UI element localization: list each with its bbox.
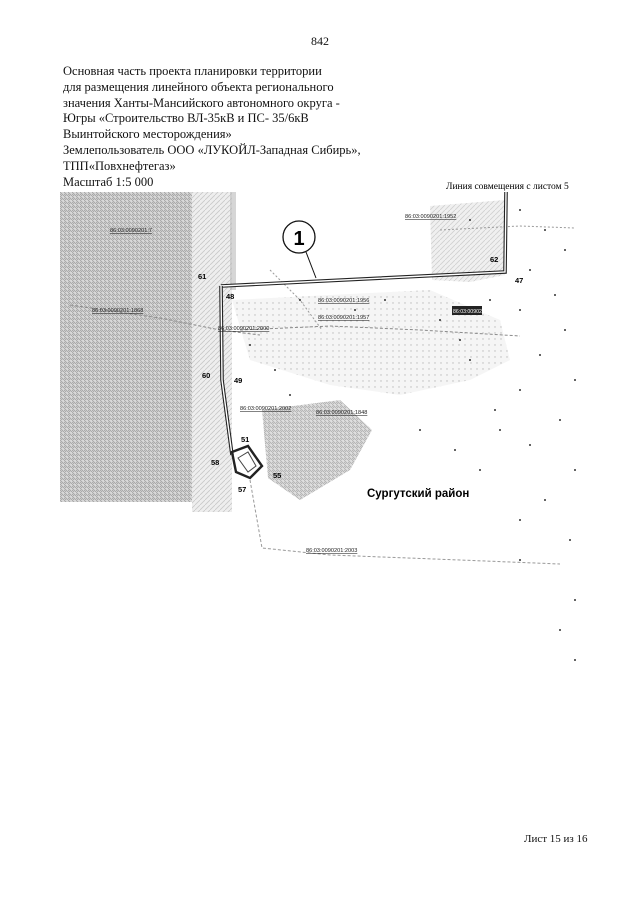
point-number: 51 — [241, 435, 249, 444]
point-number: 60 — [202, 371, 210, 380]
point-number: 62 — [490, 255, 498, 264]
parcel-boundary — [69, 304, 261, 336]
page-number: 842 — [311, 34, 329, 48]
point-number: 48 — [226, 292, 234, 301]
power-line-route — [219, 191, 508, 480]
point-numbers: 61 48 62 47 60 49 51 58 55 57 — [198, 255, 523, 494]
point-number: 47 — [515, 276, 523, 285]
district-label: Сургутский район — [367, 488, 469, 500]
parcel-labels: 86:03:0090201:7 86:03:0090201:1952 86:03… — [92, 214, 456, 554]
parcel-label: 86:03:0090201:2000 — [218, 326, 269, 332]
survey-dots — [249, 209, 576, 661]
scale-line: Масштаб 1:5 000 — [63, 174, 154, 189]
clearing-zone — [232, 290, 510, 395]
title-line: Выинтойского месторождения» — [63, 127, 232, 142]
sheet-counter: Лист 15 из 16 — [524, 833, 588, 845]
forest-zone — [60, 192, 192, 502]
parcel-boundary — [239, 325, 521, 337]
parcel-label: 86:03:0090201:2002 — [240, 406, 291, 412]
object-number: 1 — [293, 228, 304, 250]
parcel-label: 86:03:0090201:7 — [110, 228, 152, 234]
parcel-label: 86:03:0090201:1952 — [405, 214, 456, 220]
parcel-label: 86:03:0090201:1956 — [318, 298, 369, 304]
point-number: 57 — [238, 485, 246, 494]
gravel-pad — [262, 400, 372, 500]
title-block: Основная часть проекта планировки террит… — [63, 64, 363, 190]
point-number: 61 — [198, 272, 206, 281]
title-line: Югры «Строительство ВЛ-35кВ и ПС- 35/6кВ — [63, 111, 309, 126]
forest-zone-light — [192, 192, 232, 512]
pad-area — [430, 200, 505, 282]
point-number: 49 — [234, 376, 242, 385]
parcel-label-boxed: 86:03:0090201 — [453, 309, 488, 315]
parcel-label: 86:03:0090201:2003 — [306, 548, 357, 554]
object-marker — [282, 220, 316, 254]
title-line: Основная часть проекта планировки террит… — [63, 64, 322, 78]
parcel-boundary — [439, 225, 576, 231]
parcel-label: 86:03:0090201:1848 — [316, 410, 367, 416]
land-user-line: Землепользователь ООО «ЛУКОЙЛ-Западная С… — [63, 142, 361, 157]
point-number: 55 — [273, 471, 281, 480]
parcel-label: 86:03:0090201:1868 — [92, 308, 143, 314]
parcel-label-box — [452, 306, 482, 315]
parcel-label: 86:03:0090201:1957 — [318, 315, 369, 321]
title-line: для размещения линейного объекта региона… — [63, 79, 334, 94]
match-line-label: Линия совмещения с листом 5 — [446, 182, 569, 192]
title-line: значения Ханты-Мансийского автономного о… — [63, 95, 340, 110]
object-leader — [305, 251, 317, 279]
land-user-line: ТПП«Повхнефтегаз» — [63, 158, 176, 173]
point-number: 58 — [211, 458, 219, 467]
parcel-boundary — [249, 479, 561, 565]
